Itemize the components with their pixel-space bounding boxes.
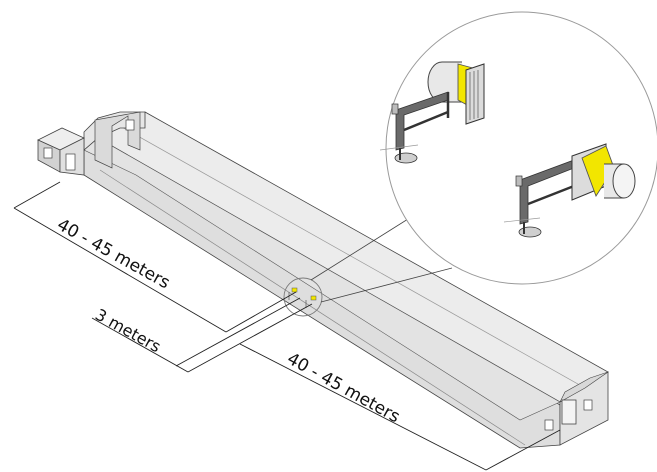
barn-eave-line	[99, 169, 526, 446]
dim-line-center	[91, 317, 189, 373]
dimension-lines	[13, 181, 561, 471]
fan-zoom-small-circle	[283, 277, 323, 317]
dim-label-left: 40 - 45 meters	[54, 215, 174, 293]
fan-detail-zoom	[379, 11, 657, 285]
gable-right-door	[561, 399, 577, 425]
dim-extension-right-b	[485, 429, 561, 471]
dim-line-left	[13, 207, 227, 333]
dim-extension-center-a	[175, 297, 301, 367]
annex-window	[43, 147, 53, 159]
dim-label-center: 3 meters	[92, 305, 164, 356]
dim-extension-left-a	[13, 181, 61, 209]
zoom-connector-bottom	[320, 267, 453, 303]
gable-right-window-b	[583, 399, 593, 411]
dim-line-right	[239, 343, 487, 471]
gable-right-window-a	[544, 419, 554, 431]
gable-left-window	[125, 119, 135, 131]
dim-extension-right-a	[187, 303, 313, 373]
barn-gable-right-peak	[559, 371, 609, 403]
fan-detail-lower	[503, 143, 636, 238]
dim-extension-left-b	[225, 291, 297, 333]
fan-detail-upper	[379, 61, 485, 164]
zoom-connector-top	[310, 213, 417, 281]
barn-building	[37, 111, 609, 449]
annex-door	[65, 153, 76, 171]
fan-zoom-large-circle	[385, 11, 657, 285]
barn-ridge-line	[119, 125, 586, 389]
